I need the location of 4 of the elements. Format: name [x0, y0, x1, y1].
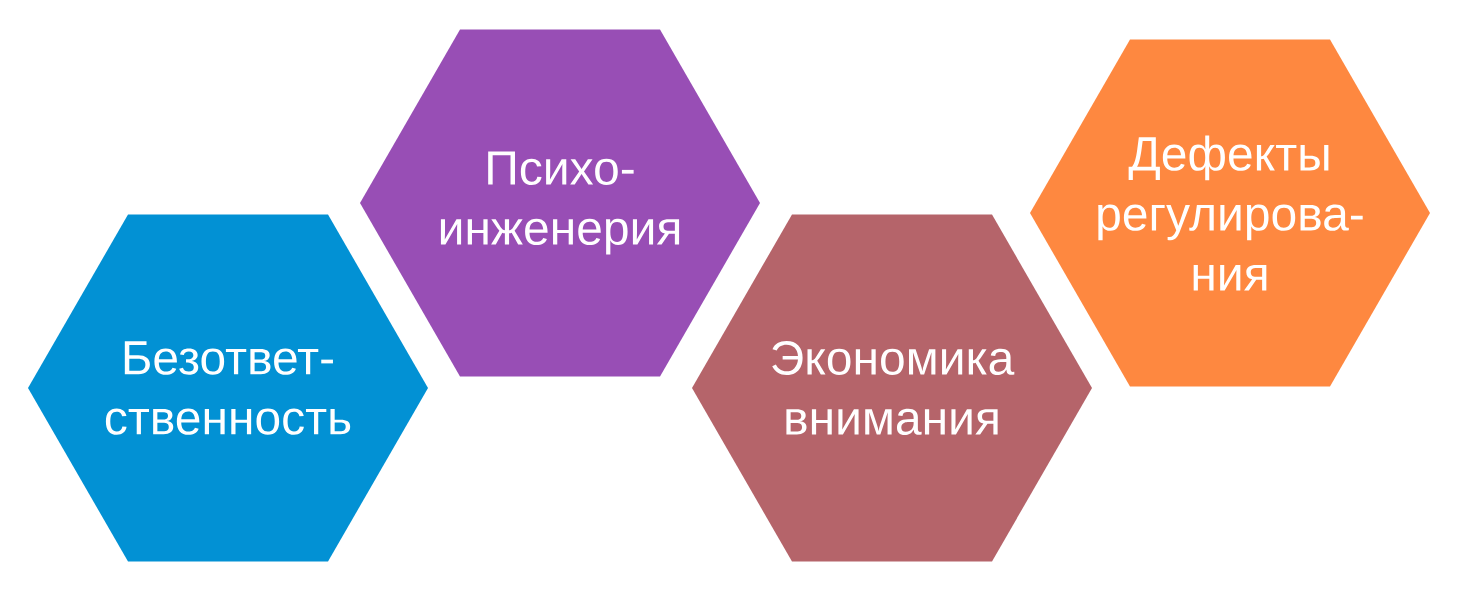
hexagon: Психо- инженерия: [360, 29, 760, 377]
hexagon: Экономика внимания: [692, 214, 1092, 562]
hexagon: Безответ- ственность: [28, 214, 428, 562]
hexagon: Дефекты регулирова- ния: [1030, 39, 1430, 387]
